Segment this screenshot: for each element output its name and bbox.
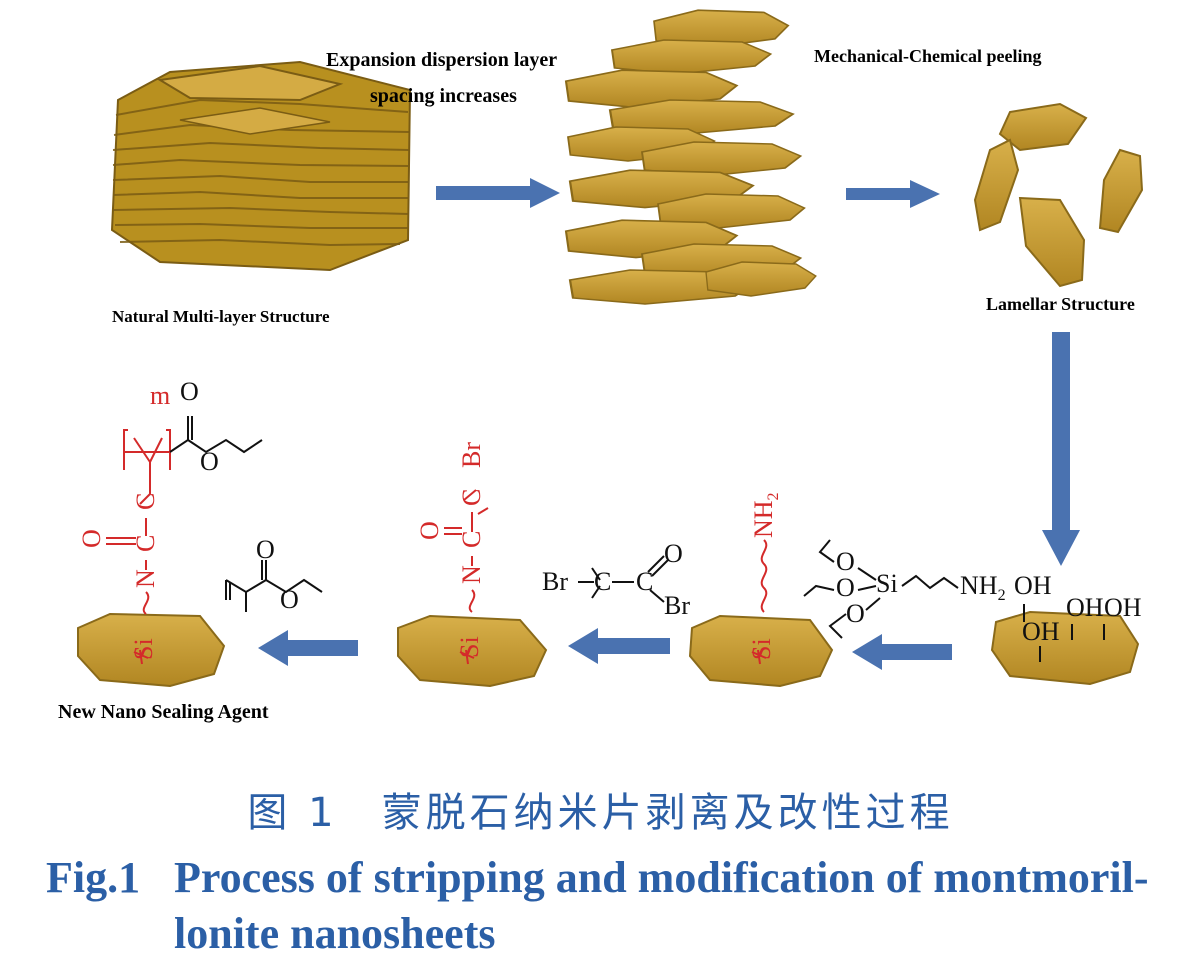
lamellar-flakes <box>973 102 1144 288</box>
natural-multilayer-stack <box>110 60 412 272</box>
final-c-2: C <box>131 493 160 510</box>
arrow-step3-left <box>258 630 358 666</box>
monomer-o-ester: O <box>280 585 299 614</box>
bromo-chain: Si N C O C Br <box>415 442 489 665</box>
amine-nh2: NH2 <box>749 492 782 538</box>
oh-group-1: OH <box>1014 571 1052 600</box>
oh-group-3: OH <box>1104 593 1142 622</box>
caption-english: Fig.1 Process of stripping and modificati… <box>46 850 1176 962</box>
label-natural-structure: Natural Multi-layer Structure <box>112 307 330 326</box>
silane-o-atom-2: O <box>836 573 855 602</box>
final-o: O <box>77 529 106 548</box>
caption-figure-number: Fig.1 <box>46 853 141 902</box>
monomer-structure: O O <box>225 535 323 614</box>
bromo-c-2: C <box>457 489 486 506</box>
flake-hydroxyl <box>990 610 1140 686</box>
reagent-o: O <box>664 539 683 568</box>
arrow-expanded-to-lamellar <box>846 180 940 208</box>
silane-o-atom-1: O <box>836 547 855 576</box>
flake-amine <box>688 614 834 688</box>
reagent-br-2: Br <box>664 591 690 620</box>
caption-chinese: 图 1 蒙脱石纳米片剥离及改性过程 <box>247 790 954 836</box>
label-mechanical-chemical: Mechanical-Chemical peeling <box>814 46 1041 66</box>
final-m: m <box>150 381 170 410</box>
arrow-step2-left <box>568 628 670 664</box>
monomer-o-carbonyl: O <box>256 535 275 564</box>
bromo-n-atom: N <box>457 565 486 584</box>
arrow-step1-left <box>852 634 952 670</box>
expanded-layer-stack <box>564 9 817 306</box>
reagent-c-2: C <box>636 567 653 596</box>
final-ester-o-2: O <box>200 447 219 476</box>
final-c-1: C <box>131 535 160 552</box>
silane-si-atom: Si <box>876 569 898 598</box>
final-ester-o-1: O <box>180 377 199 406</box>
silane-nh2: NH2 <box>960 571 1006 604</box>
flake-final <box>77 612 226 688</box>
label-expansion-line1: Expansion dispersion layer <box>326 49 557 71</box>
bromoacyl-reagent: Br C C O Br <box>542 539 690 620</box>
final-si-atom: Si <box>129 638 158 660</box>
bromo-o: O <box>415 521 444 540</box>
caption-en-line1: Process of stripping and modification of… <box>174 853 1149 902</box>
silane-reagent: Si O O O NH2 <box>803 539 1006 639</box>
polymer-chain: Si N C O C m O O <box>77 377 263 665</box>
caption-en-line2: lonite nanosheets <box>174 909 496 958</box>
flake-bromo <box>397 614 548 688</box>
label-new-nano-agent: New Nano Sealing Agent <box>58 701 269 723</box>
bromo-c-1: C <box>457 531 486 548</box>
arrow-lamellar-down <box>1042 332 1080 566</box>
hydroxyl-groups: OH OH OH OH <box>1014 571 1142 662</box>
label-lamellar-structure: Lamellar Structure <box>986 294 1135 314</box>
silane-o-atom-3: O <box>846 599 865 628</box>
amine-chain: Si NH2 <box>747 492 782 665</box>
final-n-atom: N <box>131 569 160 588</box>
arrow-natural-to-expanded <box>436 178 560 208</box>
oh-group-4: OH <box>1022 617 1060 646</box>
oh-group-2: OH <box>1066 593 1104 622</box>
label-expansion-line2: spacing increases <box>370 85 517 107</box>
bromo-si-atom: Si <box>455 636 484 658</box>
bromo-br: Br <box>457 442 486 468</box>
reagent-br-1: Br <box>542 567 568 596</box>
amine-si-atom: Si <box>747 638 776 660</box>
